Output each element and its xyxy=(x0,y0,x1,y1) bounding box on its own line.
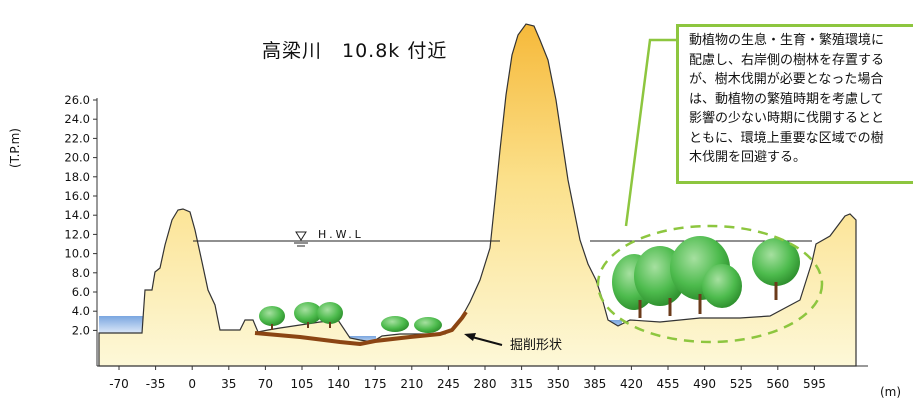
note-line: が、樹木伐開が必要となった場合 xyxy=(689,72,884,87)
y-tick-label: 12.0 xyxy=(64,227,90,241)
x-tick-label: 210 xyxy=(400,377,423,391)
y-tick-label: 16.0 xyxy=(64,189,90,203)
callout-connector xyxy=(624,38,676,227)
x-axis-ticks: -70 -35 0 35 70 105 140 175 210 245 280 315 350 385 42… xyxy=(109,366,826,391)
x-tick-label: 315 xyxy=(510,377,533,391)
x-tick-label: 105 xyxy=(291,377,314,391)
x-tick-label: 385 xyxy=(583,377,606,391)
excavation-arrow xyxy=(464,333,503,346)
right-bank-forest xyxy=(612,236,800,318)
note-line: 影響の少ない時期に伐開するとと xyxy=(689,111,885,126)
y-tick-label: 10.0 xyxy=(64,247,90,261)
y-tick-label: 18.0 xyxy=(64,170,90,184)
y-tick-label: 6.0 xyxy=(72,285,90,299)
x-tick-label: 560 xyxy=(766,377,789,391)
note-line: 動植物の生息・生育・繁殖環境に xyxy=(689,33,885,48)
note-line: は、動植物の繁殖時期を考慮して xyxy=(689,91,884,107)
y-tick-label: 8.0 xyxy=(72,266,90,280)
x-tick-label: 70 xyxy=(258,377,273,391)
terrain-profile xyxy=(98,23,857,367)
y-axis-label: (T.P.m) xyxy=(8,128,22,168)
x-tick-label: 455 xyxy=(657,377,680,391)
excavation-label: 掘削形状 xyxy=(510,338,563,353)
x-tick-label: 490 xyxy=(693,377,716,391)
note-box: 動植物の生息・生育・繁殖環境に 配慮し、右岸側の樹林を存置する が、樹木伐開が必… xyxy=(676,24,913,184)
hwl-marker-icon xyxy=(294,231,308,247)
center-trees xyxy=(259,302,442,333)
x-tick-label: 245 xyxy=(437,377,460,391)
y-tick-label: 14.0 xyxy=(64,208,90,222)
diagram-title: 高梁川 10.8k 付近 xyxy=(262,40,448,62)
x-tick-label: 350 xyxy=(547,377,570,391)
forest-highlight-ellipse xyxy=(596,224,824,344)
x-tick-label: 175 xyxy=(364,377,387,391)
y-axis-ticks: 26.0 24.0 22.0 20.0 18.0 16.0 14.0 12.0 10.0 8.0 6… xyxy=(64,93,97,337)
note-line: 木伐開を回避する。 xyxy=(689,150,807,165)
x-tick-label: 280 xyxy=(474,377,497,391)
note-line: ともに、環境上重要な区域での樹 xyxy=(689,130,884,146)
hwl-label: H.W.L xyxy=(318,228,364,241)
x-tick-label: 140 xyxy=(327,377,350,391)
x-tick-label: -35 xyxy=(146,377,166,391)
x-tick-label: -70 xyxy=(109,377,129,391)
y-tick-label: 20.0 xyxy=(64,151,90,165)
x-tick-label: 525 xyxy=(730,377,753,391)
y-tick-label: 22.0 xyxy=(64,131,90,145)
x-tick-label: 35 xyxy=(221,377,236,391)
x-axis-unit: (m) xyxy=(880,385,902,399)
y-tick-label: 24.0 xyxy=(64,112,90,126)
excavation-shape xyxy=(254,310,468,346)
note-line: 配慮し、右岸側の樹林を存置する xyxy=(689,52,885,68)
y-tick-label: 4.0 xyxy=(72,304,90,318)
x-tick-label: 595 xyxy=(803,377,826,391)
x-tick-label: 420 xyxy=(620,377,643,391)
y-tick-label: 26.0 xyxy=(64,93,90,107)
y-tick-label: 2.0 xyxy=(72,323,90,337)
x-tick-label: 0 xyxy=(188,377,196,391)
